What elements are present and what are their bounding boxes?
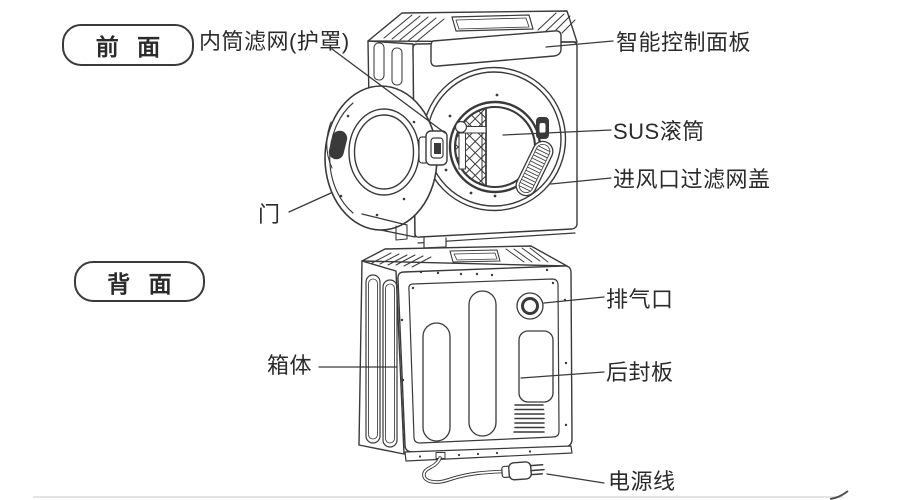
back-side-face bbox=[358, 260, 405, 455]
back-top-face bbox=[361, 245, 568, 268]
rear-seal-plate-illustration bbox=[518, 330, 554, 403]
door-latch bbox=[418, 130, 448, 166]
door-illustration bbox=[324, 85, 438, 241]
air-inlet-vent bbox=[515, 140, 554, 197]
control-panel-illustration bbox=[430, 30, 562, 67]
label-exhaust-port: 排气口 bbox=[606, 287, 674, 312]
label-air-inlet-filter-cover: 进风口过滤网盖 bbox=[613, 167, 771, 192]
label-smart-control-panel: 智能控制面板 bbox=[616, 30, 752, 55]
back-section-badge-label: 背 面 bbox=[107, 270, 178, 297]
label-door: 门 bbox=[258, 202, 281, 227]
bottom-divider bbox=[33, 490, 849, 500]
inner-drum-filter-mesh bbox=[454, 107, 487, 187]
exhaust-port-illustration bbox=[516, 292, 544, 320]
label-sus-drum: SUS滚筒 bbox=[613, 119, 705, 144]
back-panel bbox=[397, 265, 573, 453]
front-section-badge: 前 面 bbox=[62, 24, 194, 66]
back-section-badge: 背 面 bbox=[74, 261, 205, 302]
label-rear-seal-plate: 后封板 bbox=[606, 360, 674, 385]
label-cabinet: 箱体 bbox=[267, 353, 313, 378]
front-section-badge-label: 前 面 bbox=[95, 34, 167, 60]
power-plug bbox=[501, 461, 545, 481]
front-view-illustration bbox=[324, 10, 578, 249]
label-power-cord: 电源线 bbox=[608, 469, 676, 494]
vent-grille bbox=[513, 404, 545, 433]
power-cord-illustration bbox=[422, 456, 545, 484]
door-handle bbox=[328, 130, 348, 160]
back-view-illustration bbox=[358, 245, 573, 484]
leader-lines bbox=[288, 40, 614, 484]
label-inner-drum-filter: 内筒滤网(护罩) bbox=[199, 29, 350, 54]
door-strike-plate bbox=[536, 117, 549, 139]
